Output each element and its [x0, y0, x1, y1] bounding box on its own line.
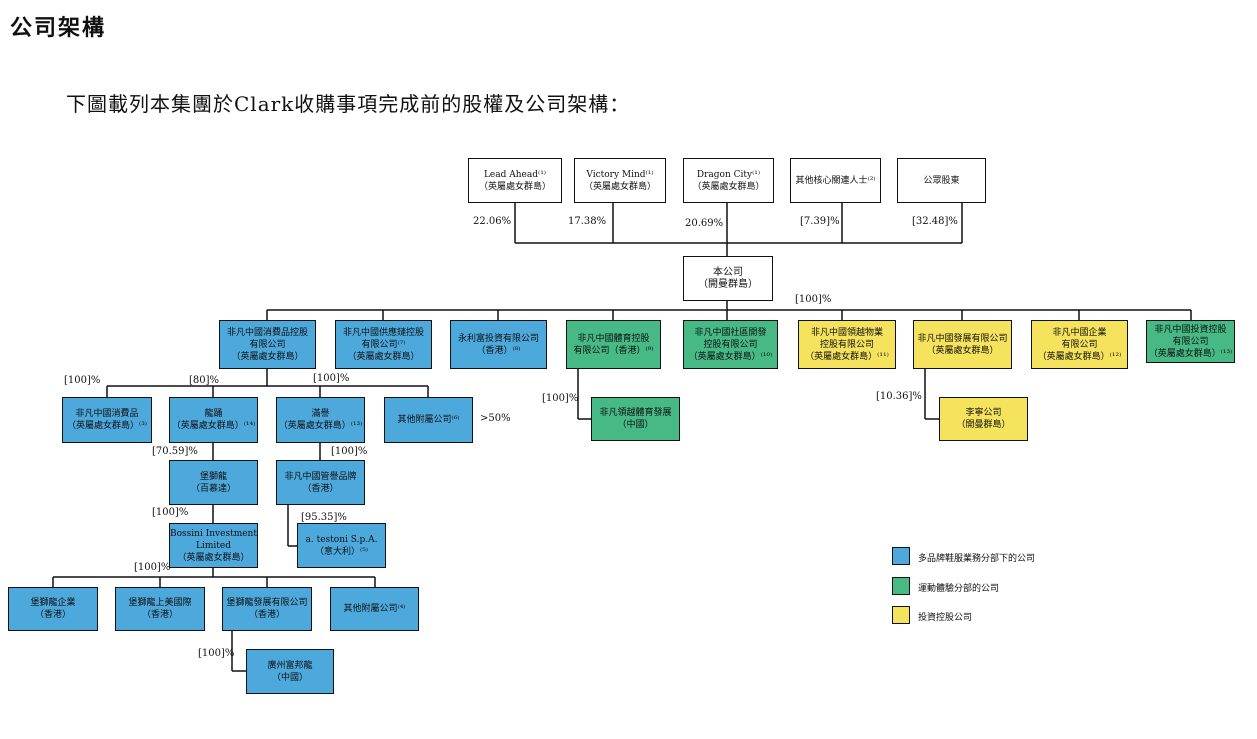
- shareholder-victory-mind: Victory Mind⁽¹⁾（英屬處女群島）: [574, 158, 666, 203]
- bossini-box: 堡獅龍（百慕達）: [169, 460, 258, 505]
- level2-consumer: 非凡中國消費品（英屬處女群島）⁽³⁾: [62, 397, 152, 443]
- pct-testoni: [95.35]%: [301, 512, 347, 523]
- pct-bossini: [70.59]%: [152, 446, 198, 457]
- level1-sports-holdings: 非凡中國體育控股有限公司（香港）⁽⁹⁾: [566, 320, 661, 369]
- legend-swatch-yellow: [892, 606, 910, 624]
- level4-bossini-enterprise: 堡獅龍企業（香港）: [8, 587, 98, 631]
- level1-investment-holdings: 非凡中國投資控股有限公司（英屬處女群島）⁽¹³⁾: [1146, 320, 1235, 363]
- pct-other-gt50: >50%: [480, 413, 511, 424]
- pct-consumer: [100]%: [64, 375, 101, 386]
- shareholder-lead-ahead: Lead Ahead⁽¹⁾（英屬處女群島）: [468, 158, 562, 203]
- level1-supply-chain: 非凡中國供應鏈控股有限公司⁽⁷⁾（英屬處女群島）: [335, 320, 432, 369]
- level1-community-dev: 非凡中國社區開發控股有限公司（英屬處女群島）⁽¹⁰⁾: [683, 320, 778, 369]
- pct-fanfan: [100]%: [331, 446, 368, 457]
- level1-consumer-holdings: 非凡中國消費品控股有限公司（英屬處女群島）: [219, 320, 316, 369]
- pct-company-down: [100]%: [795, 294, 832, 305]
- pct-public: [32.48]%: [912, 216, 958, 227]
- level1-development: 非凡中國發展有限公司（英屬處女群島）: [913, 320, 1012, 369]
- level4-bossini-shangmei: 堡獅龍上美國際（香港）: [115, 587, 205, 631]
- shareholder-dragon-city: Dragon City⁽¹⁾（英屬處女群島）: [683, 158, 774, 203]
- testoni-box: a. testoni S.p.A.（意大利）⁽⁵⁾: [297, 523, 386, 568]
- legend-label-blue: 多品牌鞋服業務分部下的公司: [918, 554, 1036, 564]
- legend-label-yellow: 投資控股公司: [918, 613, 973, 623]
- level2-other-subsidiaries: 其他附屬公司⁽⁶⁾: [384, 397, 473, 443]
- level1-property-holdings: 非凡中國領越物業控股有限公司（英屬處女群島）⁽¹¹⁾: [798, 320, 896, 369]
- level4-other-subsidiaries: 其他附屬公司⁽⁴⁾: [330, 587, 419, 631]
- lishi-box: 李寧公司（開曼群島）: [939, 397, 1028, 441]
- pct-long-dragon: [80]%: [189, 375, 220, 386]
- pct-dragon-city: 20.69%: [685, 218, 724, 229]
- fanfan-brand-box: 非凡中國管譽品牌（香港）: [276, 460, 365, 505]
- pct-man-yu: [100]%: [313, 373, 350, 384]
- pct-bil: [100]%: [152, 507, 189, 518]
- pct-core-connected: [7.39]%: [800, 216, 840, 227]
- pct-victory-mind: 17.38%: [568, 216, 607, 227]
- pct-sports-sub: [100]%: [542, 393, 579, 404]
- company-box: 本公司（開曼群島）: [683, 256, 773, 301]
- pct-lead-ahead: 22.06%: [473, 216, 512, 227]
- pct-level4: [100]%: [134, 562, 171, 573]
- pct-lishi: [10.36]%: [876, 391, 922, 402]
- level2-long-dragon: 龍踊（英屬處女群島）⁽¹⁴⁾: [169, 397, 258, 443]
- level1-enterprise: 非凡中國企業有限公司（英屬處女群島）⁽¹²⁾: [1031, 320, 1128, 369]
- legend-label-green: 運動體驗分部的公司: [918, 584, 1000, 594]
- level2-man-yu: 滿譽（英屬處女群島）⁽¹³⁾: [276, 397, 365, 443]
- intro-text: 下圖載列本集團於Clark收購事項完成前的股權及公司架構：: [66, 92, 631, 116]
- legend-swatch-blue: [892, 547, 910, 565]
- sports-sub-box: 非凡領越體育發展（中國）: [591, 397, 680, 441]
- level4-bossini-development: 堡獅龍發展有限公司（香港）: [222, 587, 312, 631]
- shareholder-public: 公眾股東: [897, 158, 986, 203]
- shareholder-core-connected: 其他核心關連人士⁽²⁾: [790, 158, 881, 203]
- pct-guangzhou: [100]%: [198, 648, 235, 659]
- legend-swatch-green: [892, 577, 910, 595]
- page-title: 公司架構: [10, 16, 107, 41]
- level1-wing-lee-fu: 永利富投資有限公司（香港）⁽⁸⁾: [450, 320, 547, 369]
- guangzhou-box: 廣州富邦龍（中國）: [246, 649, 334, 694]
